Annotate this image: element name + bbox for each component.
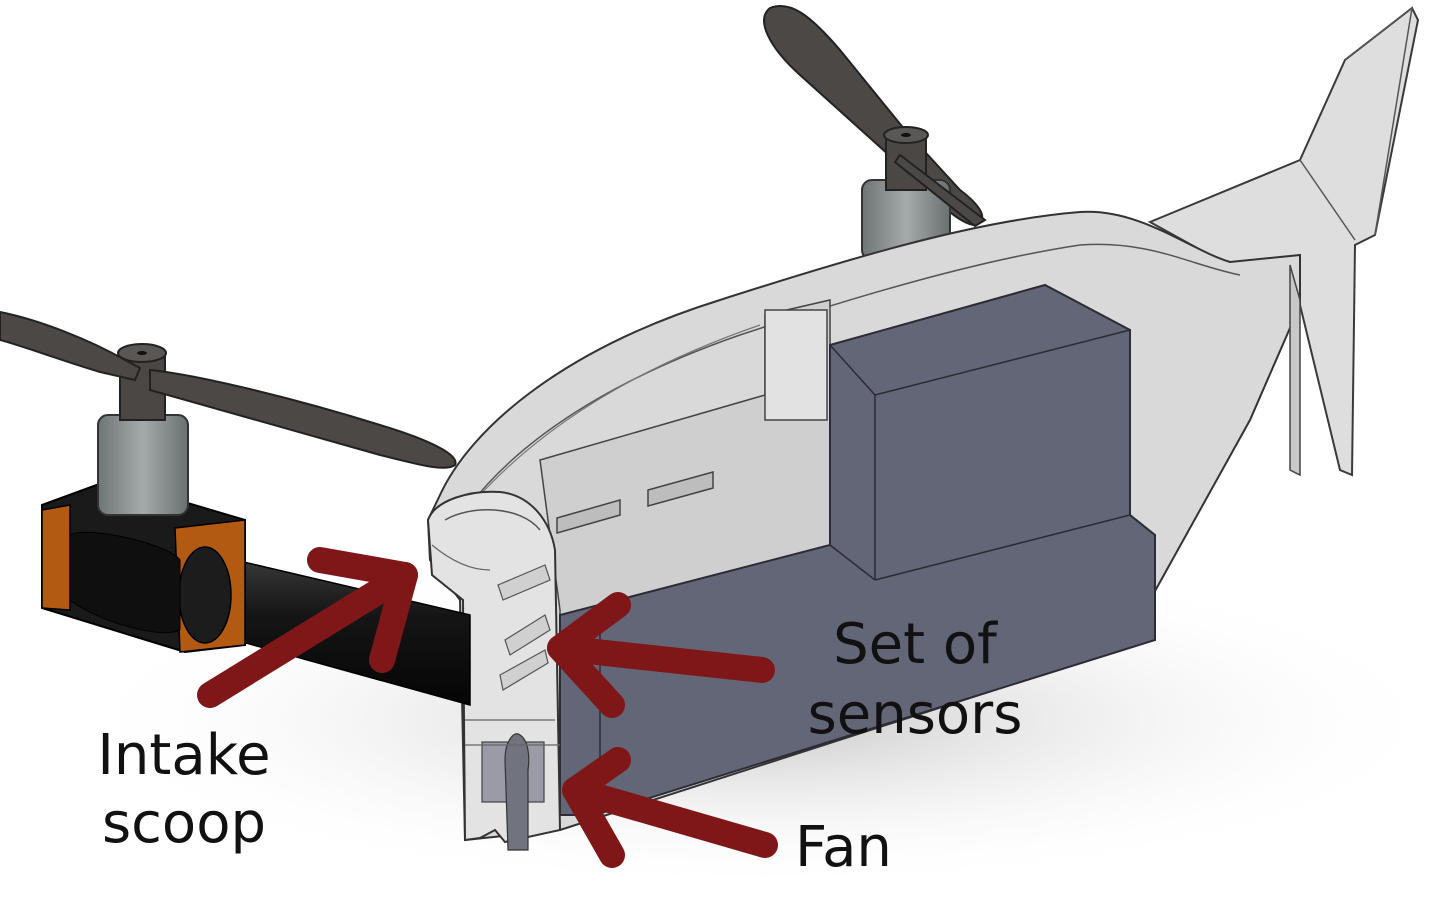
- fan-label: Fan: [795, 815, 892, 880]
- arm-clamp: [41, 478, 246, 654]
- intake-label-line1: Intake: [97, 723, 271, 788]
- front-motor-icon: [97, 343, 189, 516]
- intake-label-line2: scoop: [101, 791, 267, 856]
- sensors-label-line2: sensors: [807, 682, 1023, 747]
- front-propeller-icon: [0, 310, 457, 469]
- arrow-fan-icon: [562, 747, 778, 868]
- tail-fin: [1147, 6, 1420, 477]
- sensors-label: Set of sensors: [795, 610, 1035, 750]
- intake-duct: [426, 490, 562, 851]
- arrow-sensors-icon: [547, 592, 775, 718]
- arrow-intake-icon: [197, 547, 418, 708]
- intake-scoop-label: Intake scoop: [84, 722, 284, 858]
- sensors-label-line1: Set of: [833, 612, 997, 677]
